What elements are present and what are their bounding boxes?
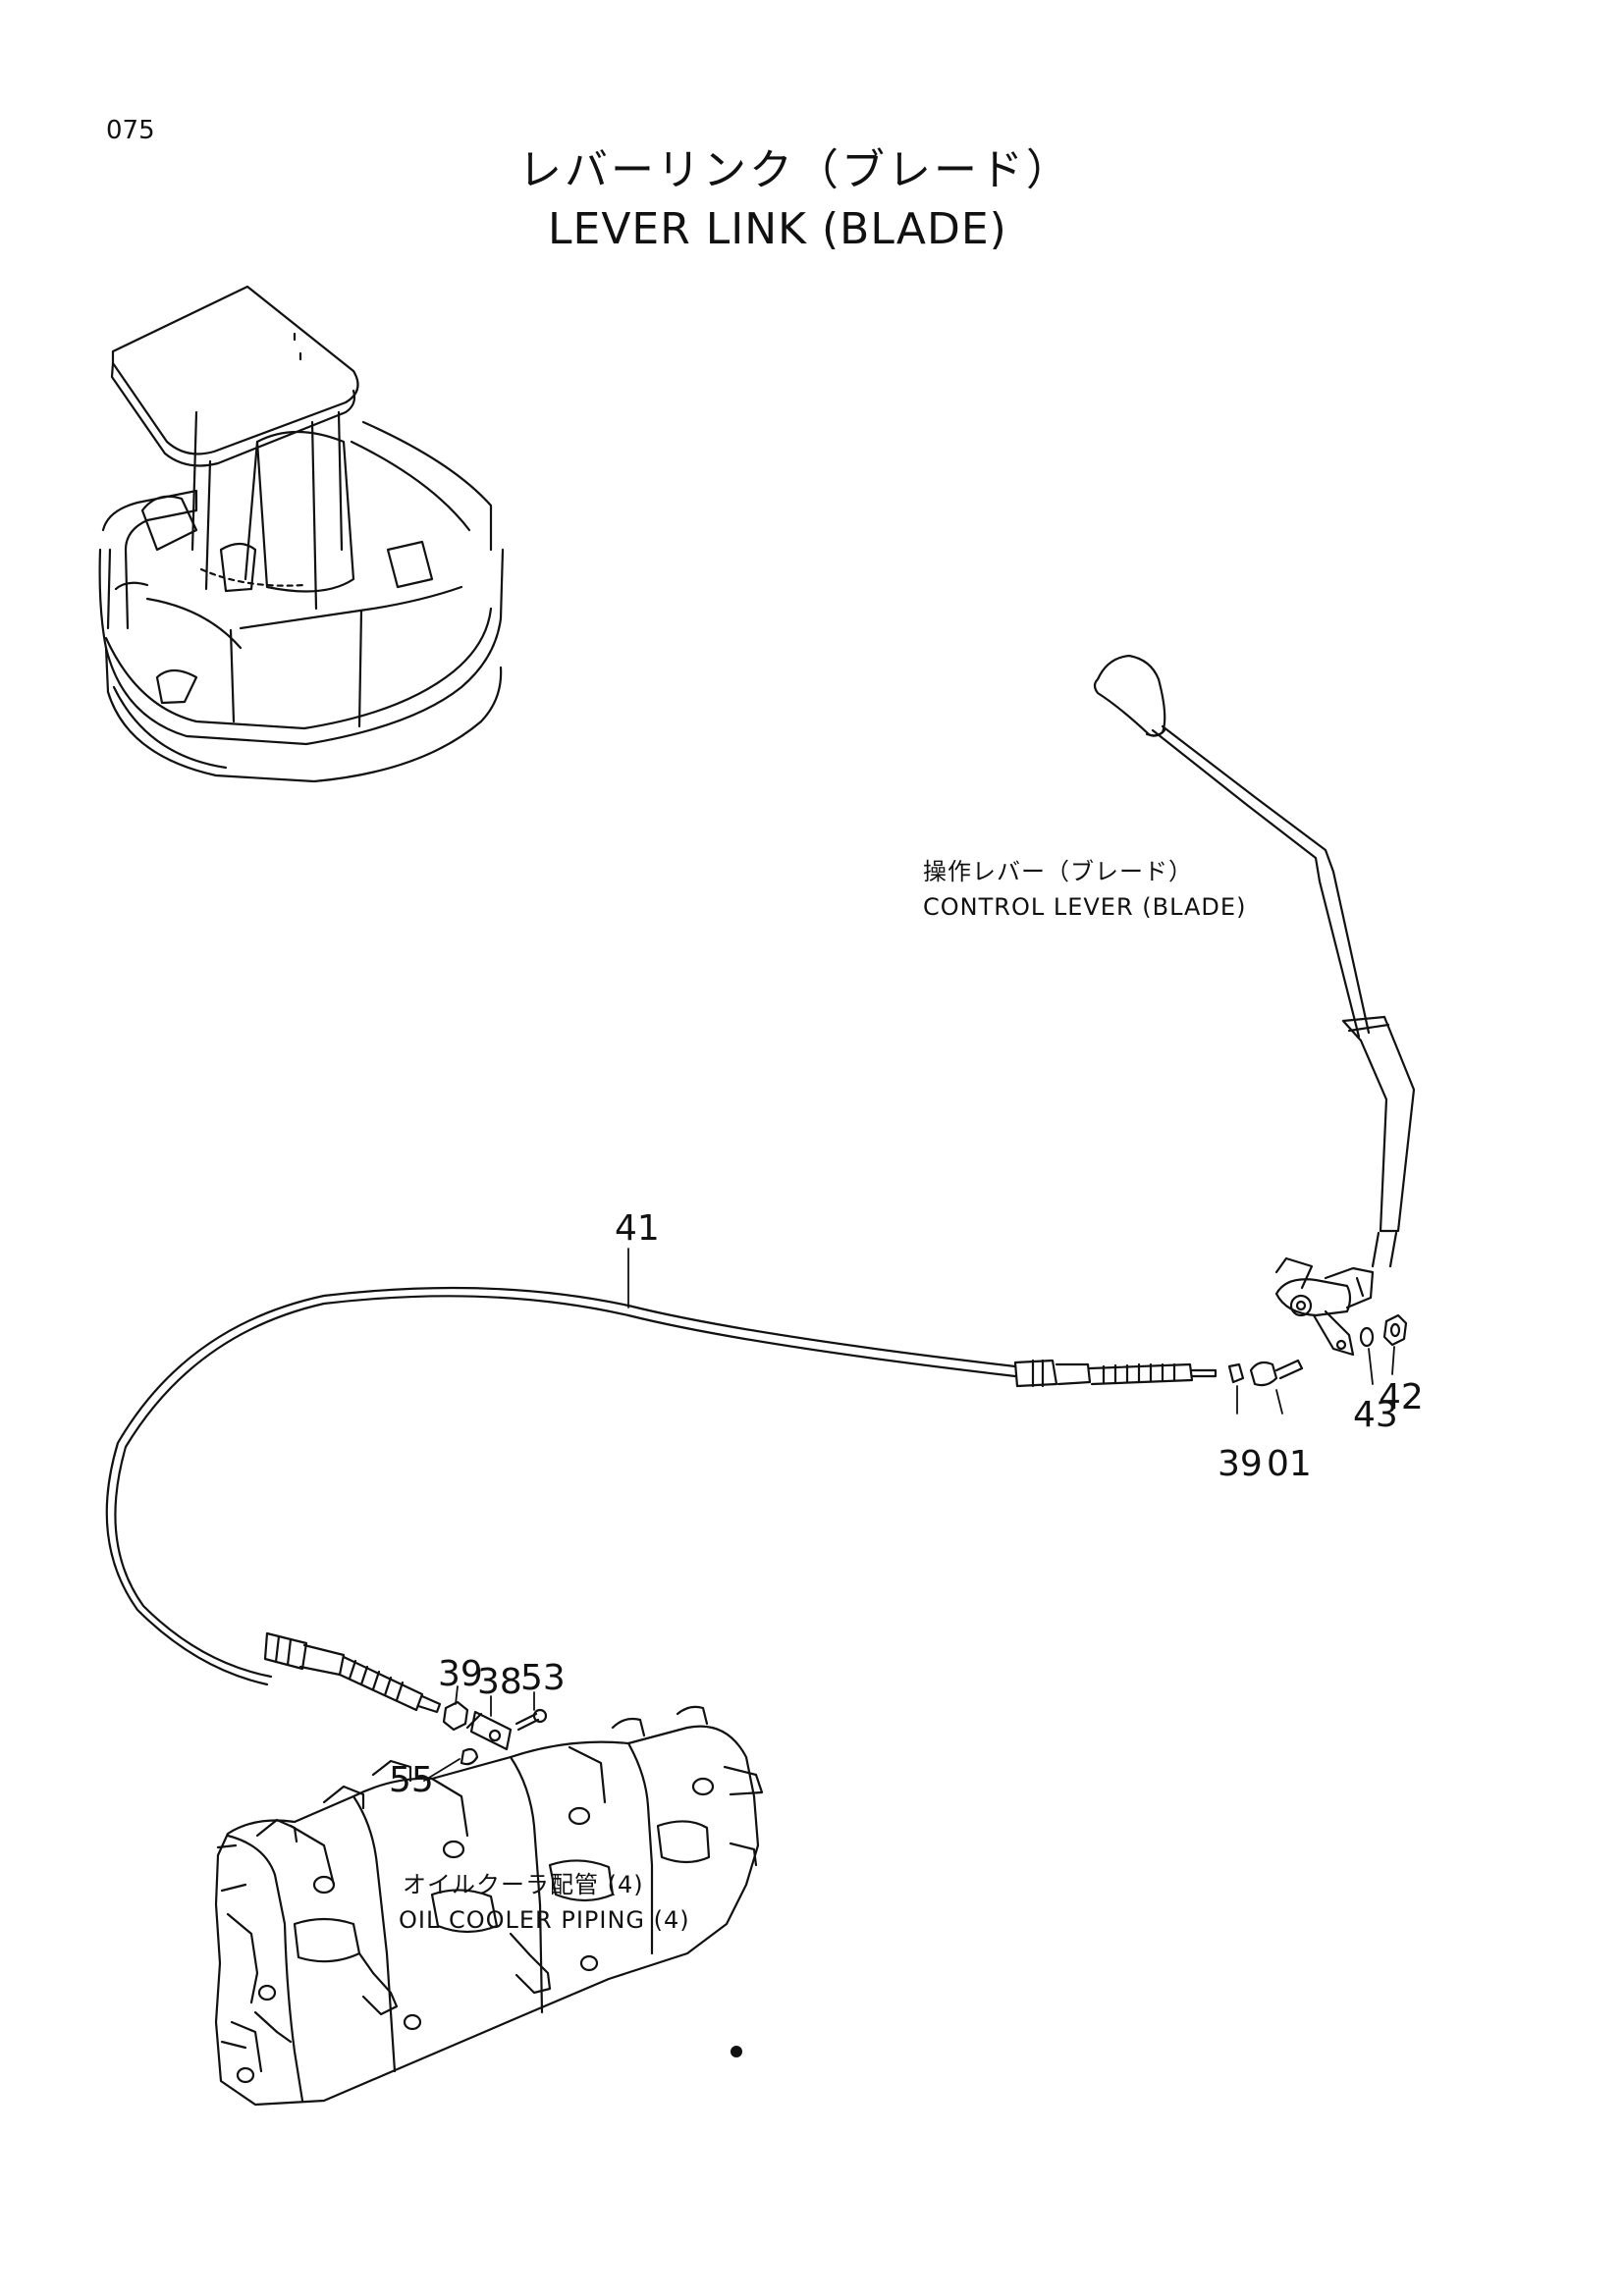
cable-41-illustration bbox=[107, 1288, 1302, 1712]
callout-38: 38 bbox=[477, 1662, 522, 1702]
cab-overview-illustration bbox=[100, 287, 503, 781]
callout-42: 42 bbox=[1379, 1377, 1424, 1417]
page-number: 075 bbox=[106, 116, 155, 145]
oil-cooler-piping-label-english: OIL COOLER PIPING (4) bbox=[399, 1906, 690, 1934]
leader-lines bbox=[424, 1249, 1394, 1781]
callout-53: 53 bbox=[520, 1658, 566, 1698]
callout-41: 41 bbox=[615, 1208, 660, 1249]
callout-01: 01 bbox=[1267, 1444, 1312, 1484]
page-title-english: LEVER LINK (BLADE) bbox=[548, 204, 1007, 254]
ink-dot bbox=[731, 2046, 742, 2057]
page-title-japanese: レバーリンク（ブレード） bbox=[518, 145, 1072, 195]
control-lever-label-japanese: 操作レバー（ブレード） bbox=[923, 858, 1193, 885]
control-lever-label-english: CONTROL LEVER (BLADE) bbox=[923, 893, 1247, 921]
callout-39-lower: 39 bbox=[438, 1654, 483, 1694]
callout-39-upper: 39 bbox=[1218, 1444, 1263, 1484]
control-lever-illustration bbox=[1095, 656, 1414, 1355]
lower-fittings-illustration bbox=[444, 1702, 546, 1764]
oil-cooler-piping-label-japanese: オイルクーラ配管 (4) bbox=[403, 1871, 644, 1898]
control-valve-illustration bbox=[216, 1707, 762, 2105]
callout-55: 55 bbox=[389, 1760, 434, 1800]
callout-43: 43 bbox=[1353, 1395, 1398, 1435]
